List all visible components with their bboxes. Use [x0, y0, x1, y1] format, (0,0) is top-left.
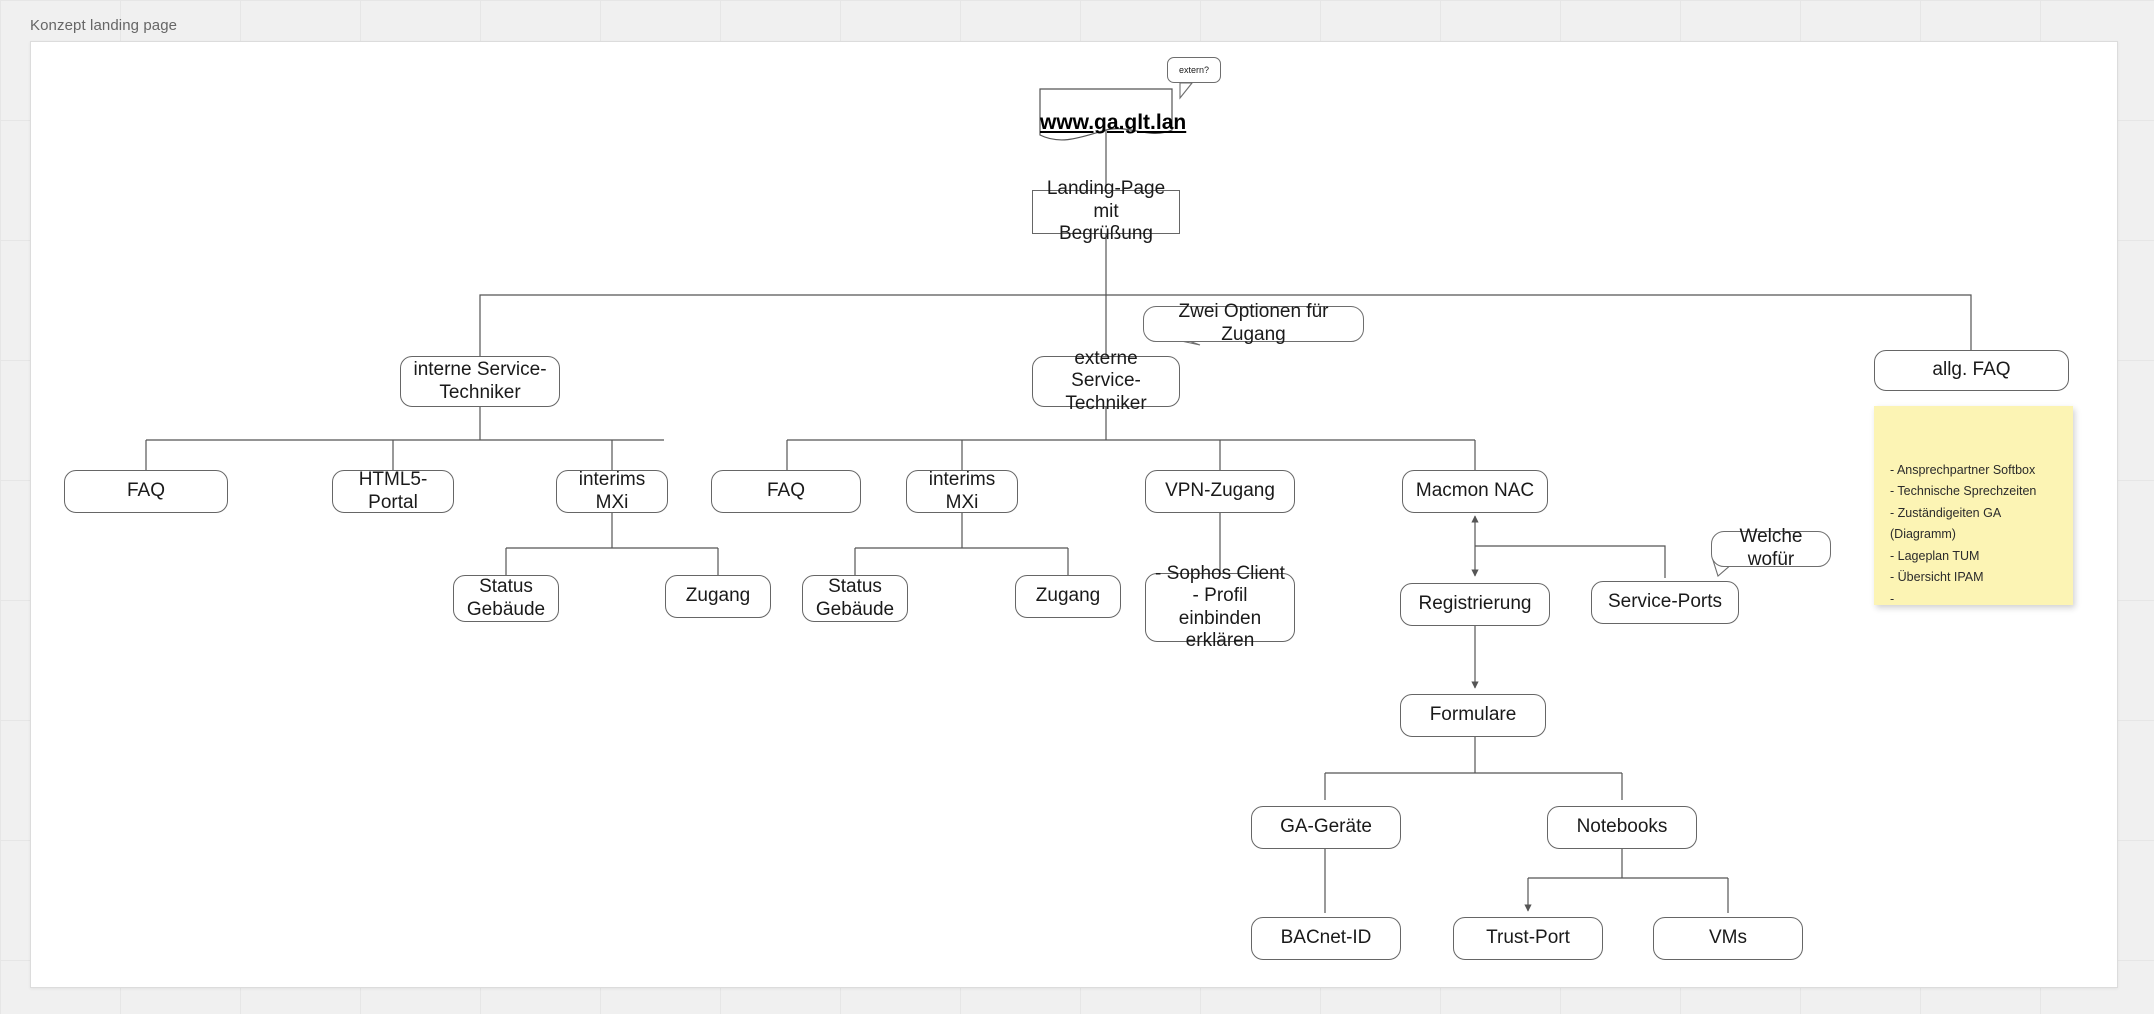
node-allg-faq[interactable]: allg. FAQ — [1874, 350, 2069, 391]
node-ga-geraete[interactable]: GA-Geräte — [1251, 806, 1401, 849]
callout-extern-label: extern? — [1178, 64, 1210, 75]
node-externe-service-techniker-label: externe Service- Techniker — [1065, 347, 1147, 414]
node-extern-faq[interactable]: FAQ — [711, 470, 861, 513]
node-extern-zugang-label: Zugang — [1035, 585, 1101, 607]
node-interne-service-techniker[interactable]: interne Service- Techniker — [400, 356, 560, 407]
node-intern-status-gebaeude[interactable]: Status Gebäude — [453, 575, 559, 622]
node-intern-interims-mxi[interactable]: interims MXi — [556, 469, 668, 513]
node-service-ports[interactable]: Service-Ports — [1591, 581, 1739, 624]
node-intern-zugang[interactable]: Zugang — [665, 575, 771, 618]
sticky-note-text: - Ansprechpartner Softbox - Technische S… — [1890, 462, 2037, 606]
node-extern-interims-mxi[interactable]: interims MXi — [906, 469, 1018, 513]
node-root-url-label: www.ga.glt.lan — [1040, 111, 1187, 134]
node-extern-status-gebaeude[interactable]: Status Gebäude — [802, 575, 908, 622]
node-externe-service-techniker[interactable]: externe Service- Techniker — [1032, 348, 1180, 414]
node-registrierung[interactable]: Registrierung — [1400, 583, 1550, 626]
node-service-ports-label: Service-Ports — [1607, 591, 1723, 613]
edge-macmon-to-serviceports[interactable] — [1475, 545, 1666, 578]
node-intern-interims-mxi-label: interims MXi — [578, 469, 646, 513]
node-trust-port-label: Trust-Port — [1486, 927, 1570, 949]
node-bacnet-id[interactable]: BACnet-ID — [1251, 917, 1401, 960]
node-extern-zugang[interactable]: Zugang — [1015, 575, 1121, 618]
callout-extern[interactable]: extern? — [1167, 57, 1221, 83]
callout-welche-wofuer[interactable]: Welche wofür — [1711, 526, 1831, 570]
node-notebooks[interactable]: Notebooks — [1547, 806, 1697, 849]
node-macmon-nac[interactable]: Macmon NAC — [1402, 470, 1548, 513]
node-vpn-details[interactable]: - Sophos Client - Profil einbinden erklä… — [1145, 563, 1295, 651]
node-intern-status-gebaeude-label: Status Gebäude — [466, 576, 546, 620]
node-macmon-nac-label: Macmon NAC — [1415, 480, 1535, 502]
node-formulare-label: Formulare — [1429, 704, 1517, 726]
edge-landing-to-intern[interactable] — [479, 294, 1106, 356]
node-extern-faq-label: FAQ — [766, 480, 805, 502]
canvas-title: Konzept landing page — [30, 17, 178, 34]
node-html5-portal-label: HTML5-Portal — [358, 469, 428, 513]
node-ga-geraete-label: GA-Geräte — [1280, 816, 1372, 838]
node-registrierung-label: Registrierung — [1418, 593, 1532, 615]
callout-zwei-optionen-label: Zwei Optionen für Zugang — [1178, 301, 1329, 345]
node-interne-service-techniker-label: interne Service- Techniker — [413, 359, 547, 403]
node-root-url[interactable]: www.ga.glt.lan — [1040, 89, 1187, 145]
callout-welche-wofuer-label: Welche wofür — [1739, 526, 1803, 570]
node-vpn-zugang[interactable]: VPN-Zugang — [1145, 470, 1295, 513]
node-intern-zugang-label: Zugang — [685, 585, 751, 607]
node-formulare[interactable]: Formulare — [1400, 694, 1546, 737]
node-vpn-zugang-label: VPN-Zugang — [1165, 480, 1275, 502]
node-notebooks-label: Notebooks — [1576, 816, 1668, 838]
node-intern-faq[interactable]: FAQ — [64, 470, 228, 513]
node-extern-status-gebaeude-label: Status Gebäude — [815, 576, 895, 620]
node-vms-label: VMs — [1709, 927, 1747, 949]
node-extern-interims-mxi-label: interims MXi — [928, 469, 996, 513]
node-landing-page[interactable]: Landing-Page mit Begrüßung — [1032, 178, 1180, 244]
node-allg-faq-label: allg. FAQ — [1932, 359, 2011, 381]
node-trust-port[interactable]: Trust-Port — [1453, 917, 1603, 960]
sticky-note[interactable]: - Ansprechpartner Softbox - Technische S… — [1874, 406, 2073, 606]
node-vms[interactable]: VMs — [1653, 917, 1803, 960]
node-intern-faq-label: FAQ — [126, 480, 165, 502]
node-bacnet-id-label: BACnet-ID — [1280, 927, 1372, 949]
edge-landing-to-allgfaq[interactable] — [1106, 294, 1972, 350]
node-landing-page-label: Landing-Page mit Begrüßung — [1046, 178, 1166, 245]
node-vpn-details-label: - Sophos Client - Profil einbinden erklä… — [1155, 562, 1285, 651]
callout-zwei-optionen[interactable]: Zwei Optionen für Zugang — [1143, 301, 1364, 345]
node-html5-portal[interactable]: HTML5-Portal — [332, 469, 454, 513]
